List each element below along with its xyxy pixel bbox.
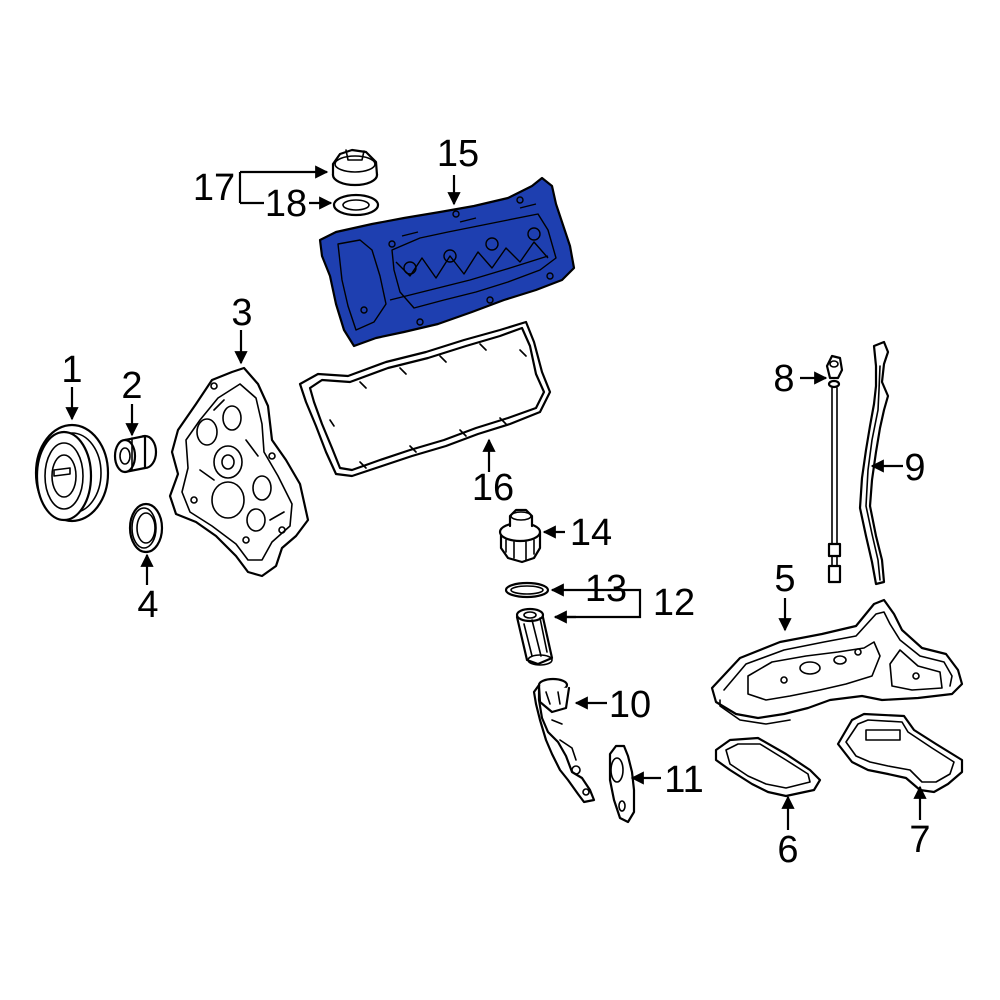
part-oil-filter-cap[interactable] <box>498 508 542 564</box>
part-dipstick[interactable] <box>825 354 844 584</box>
callout-3: 3 <box>231 292 252 334</box>
part-oil-pan-baffle[interactable] <box>714 736 822 798</box>
part-oil-pan-lower[interactable] <box>836 712 964 794</box>
callout-labels: 1 2 3 4 5 6 7 8 9 10 11 12 13 14 15 16 1… <box>61 133 930 871</box>
part-oil-pan-upper[interactable] <box>710 598 964 725</box>
part-o-ring[interactable] <box>504 581 550 599</box>
part-oil-filter-element[interactable] <box>515 607 554 666</box>
part-valve-cover[interactable] <box>318 176 576 348</box>
part-seal-ring[interactable] <box>128 502 164 554</box>
callout-16: 16 <box>472 467 514 509</box>
callout-10: 10 <box>609 684 651 726</box>
part-housing-gasket[interactable] <box>608 744 636 824</box>
callout-13: 13 <box>585 568 627 610</box>
part-valve-cover-gasket[interactable] <box>298 320 552 478</box>
callout-11: 11 <box>664 759 703 801</box>
part-bushing[interactable] <box>113 434 158 474</box>
callout-4: 4 <box>137 584 158 626</box>
part-oil-filter-housing[interactable] <box>532 677 596 804</box>
callout-2: 2 <box>121 365 142 407</box>
callout-5: 5 <box>774 558 795 600</box>
callout-18: 18 <box>265 183 307 225</box>
callout-1: 1 <box>61 349 82 391</box>
callout-9: 9 <box>904 447 925 489</box>
callout-7: 7 <box>909 819 930 861</box>
part-crankshaft-pulley[interactable] <box>34 423 110 523</box>
callout-14: 14 <box>570 512 612 554</box>
callout-15: 15 <box>437 133 479 175</box>
part-dipstick-tube[interactable] <box>858 340 890 586</box>
callout-17: 17 <box>193 167 235 209</box>
callout-12: 12 <box>653 582 695 624</box>
leader-lines <box>65 165 927 830</box>
callout-6: 6 <box>777 829 798 871</box>
part-cap-gasket[interactable] <box>332 193 380 217</box>
part-oil-filler-cap[interactable] <box>331 148 379 187</box>
part-timing-cover[interactable] <box>168 366 310 578</box>
callout-8: 8 <box>773 358 794 400</box>
